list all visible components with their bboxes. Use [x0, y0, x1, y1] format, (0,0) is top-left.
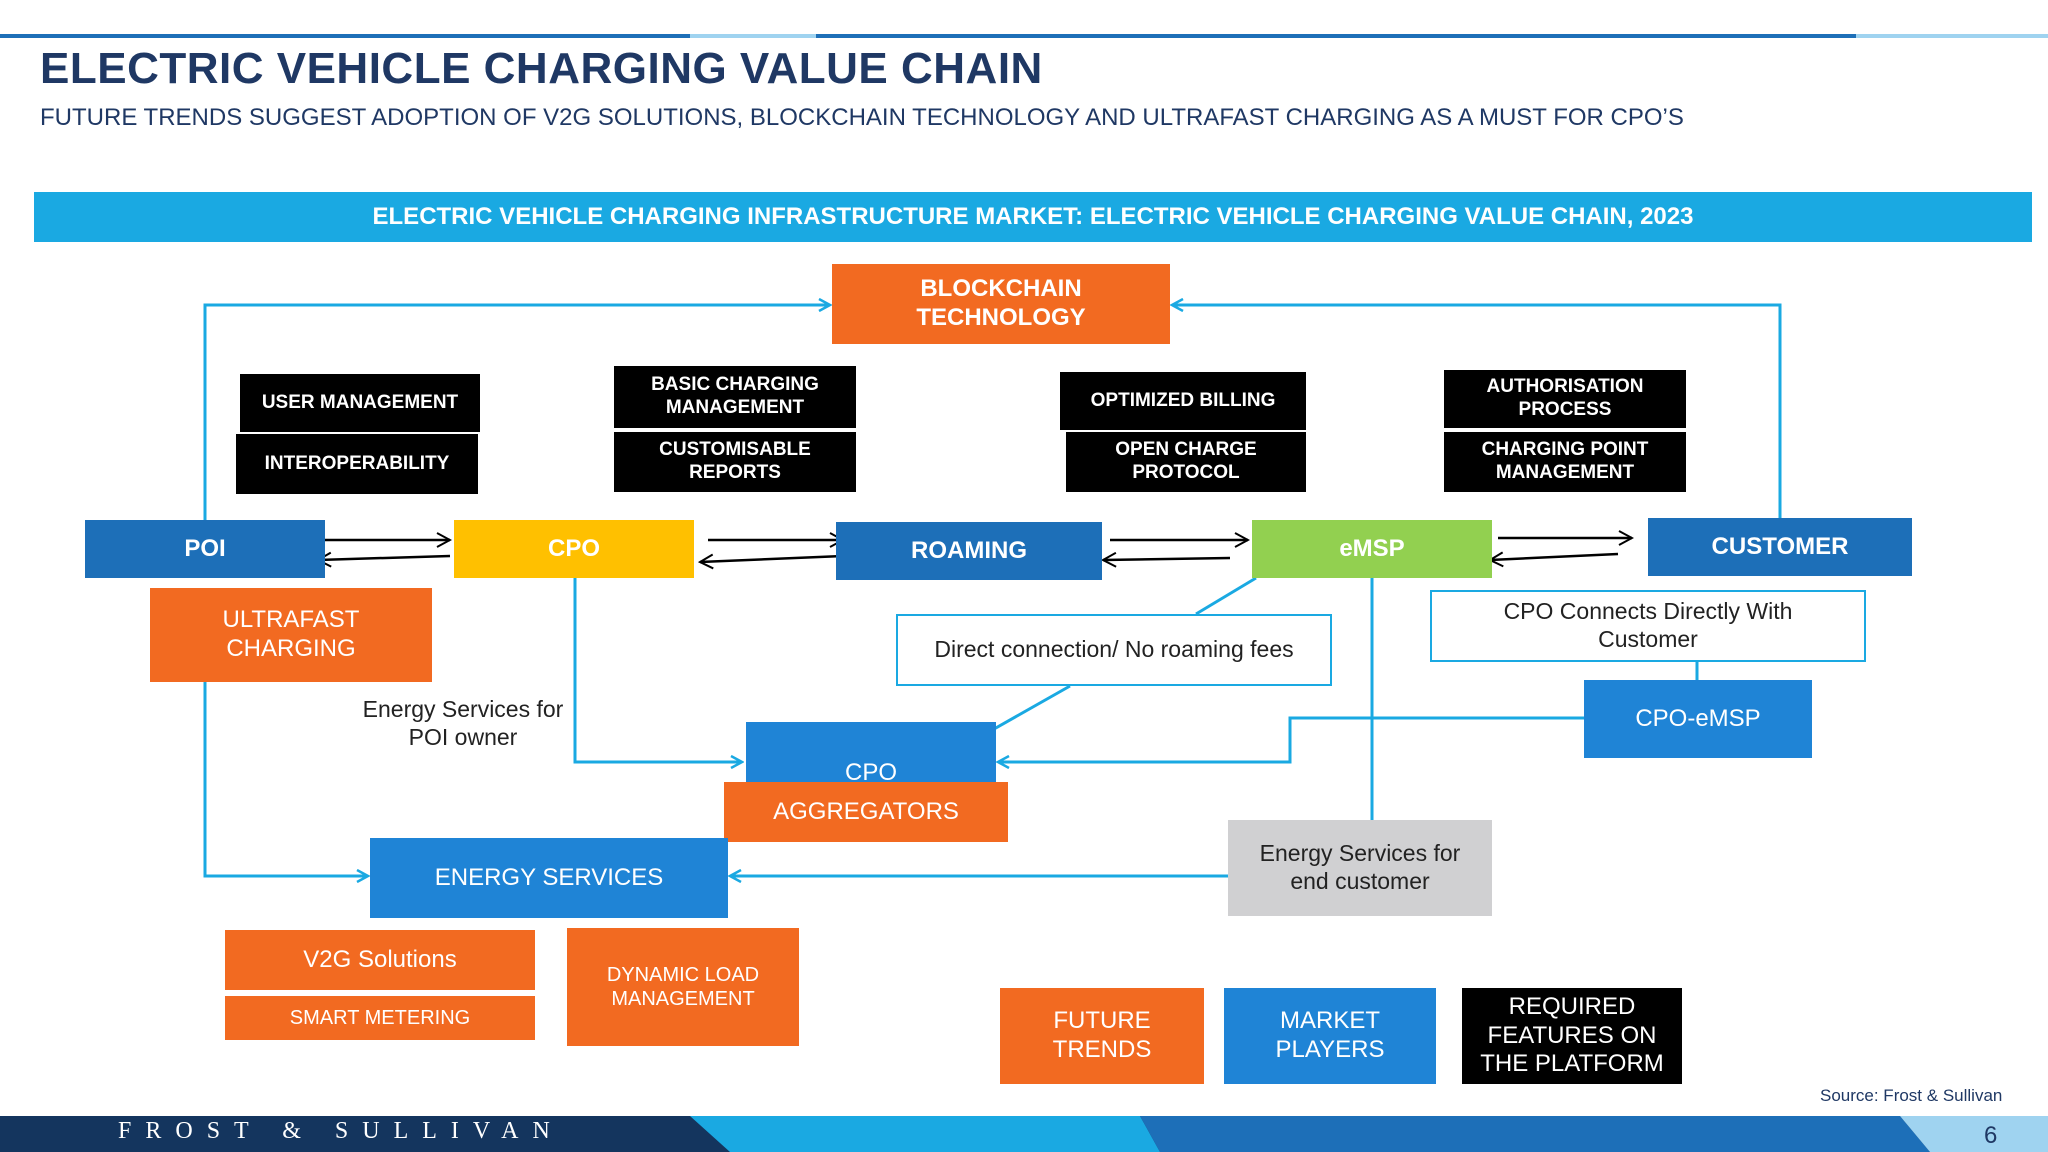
cpo-connects-directly-box: CPO Connects Directly With Customer	[1430, 590, 1866, 662]
roaming-emsp-arrow-left	[1103, 558, 1231, 560]
feature-authorisation-process: AUTHORISATION PROCESS	[1444, 370, 1686, 428]
top-accent-bar	[690, 34, 816, 38]
feature-charging-point-management: CHARGING POINT MANAGEMENT	[1444, 432, 1686, 492]
energy-services-end-customer-box: Energy Services for end customer	[1228, 820, 1492, 916]
footer-shape	[1140, 1116, 1930, 1152]
cpo-emsp-to-aggregator-line	[998, 716, 1584, 762]
actor-poi: POI	[85, 520, 325, 578]
energy-services-poi-label: Energy Services for POI owner	[362, 696, 564, 750]
cpo-roaming-arrow-left	[700, 556, 844, 562]
v2g-solutions-box: V2G Solutions	[225, 930, 535, 990]
blockchain-technology-box: BLOCKCHAIN TECHNOLOGY	[832, 264, 1170, 344]
energy-services-box: ENERGY SERVICES	[370, 838, 728, 918]
smart-metering-box: SMART METERING	[225, 996, 535, 1040]
footer-shape	[690, 1116, 1160, 1152]
emsp-customer-arrow-left	[1490, 554, 1619, 560]
poi-cpo-arrow-left	[318, 556, 451, 560]
chart-banner: ELECTRIC VEHICLE CHARGING INFRASTRUCTURE…	[34, 192, 2032, 242]
emsp-to-direct-connection-line	[1195, 576, 1257, 616]
cpo-emsp-box: CPO-eMSP	[1584, 680, 1812, 758]
legend-future-trends: FUTURE TRENDS	[1000, 988, 1204, 1084]
feature-basic-charging-management: BASIC CHARGING MANAGEMENT	[614, 366, 856, 428]
feature-customisable-reports: CUSTOMISABLE REPORTS	[614, 432, 856, 492]
feature-user-management: USER MANAGEMENT	[240, 374, 480, 432]
direct-connection-box: Direct connection/ No roaming fees	[896, 614, 1332, 686]
top-accent-bar	[1856, 34, 2048, 38]
top-accent-bar	[0, 34, 690, 38]
feature-interoperability: INTEROPERABILITY	[236, 434, 478, 494]
actor-emsp: eMSP	[1252, 520, 1492, 578]
ultrafast-charging-box: ULTRAFAST CHARGING	[150, 588, 432, 682]
customer-to-blockchain-line	[1172, 305, 1782, 518]
poi-to-energy-services-line	[203, 682, 368, 876]
aggregators-box: AGGREGATORS	[724, 782, 1008, 842]
poi-to-blockchain-line	[203, 305, 830, 520]
actor-roaming: ROAMING	[836, 522, 1102, 580]
feature-optimized-billing: OPTIMIZED BILLING	[1060, 372, 1306, 430]
source-note: Source: Frost & Sullivan	[1820, 1086, 2003, 1105]
page-number: 6	[1984, 1122, 1998, 1149]
top-accent-bar	[816, 34, 1856, 38]
dynamic-load-management-box: DYNAMIC LOAD MANAGEMENT	[567, 928, 799, 1046]
cpo-to-aggregator-line	[573, 578, 742, 762]
legend-market-players: MARKET PLAYERS	[1224, 988, 1436, 1084]
feature-open-charge-protocol: OPEN CHARGE PROTOCOL	[1066, 432, 1306, 492]
actor-customer: CUSTOMER	[1648, 518, 1912, 576]
page-subtitle: FUTURE TRENDS SUGGEST ADOPTION OF V2G SO…	[40, 104, 1684, 131]
actor-cpo: CPO	[454, 520, 694, 578]
frost-sullivan-logo: FROST & SULLIVAN	[118, 1118, 564, 1144]
page-title: ELECTRIC VEHICLE CHARGING VALUE CHAIN	[40, 44, 1043, 93]
legend-required-features: REQUIRED FEATURES ON THE PLATFORM	[1462, 988, 1682, 1084]
footer-shape	[1900, 1116, 2048, 1152]
